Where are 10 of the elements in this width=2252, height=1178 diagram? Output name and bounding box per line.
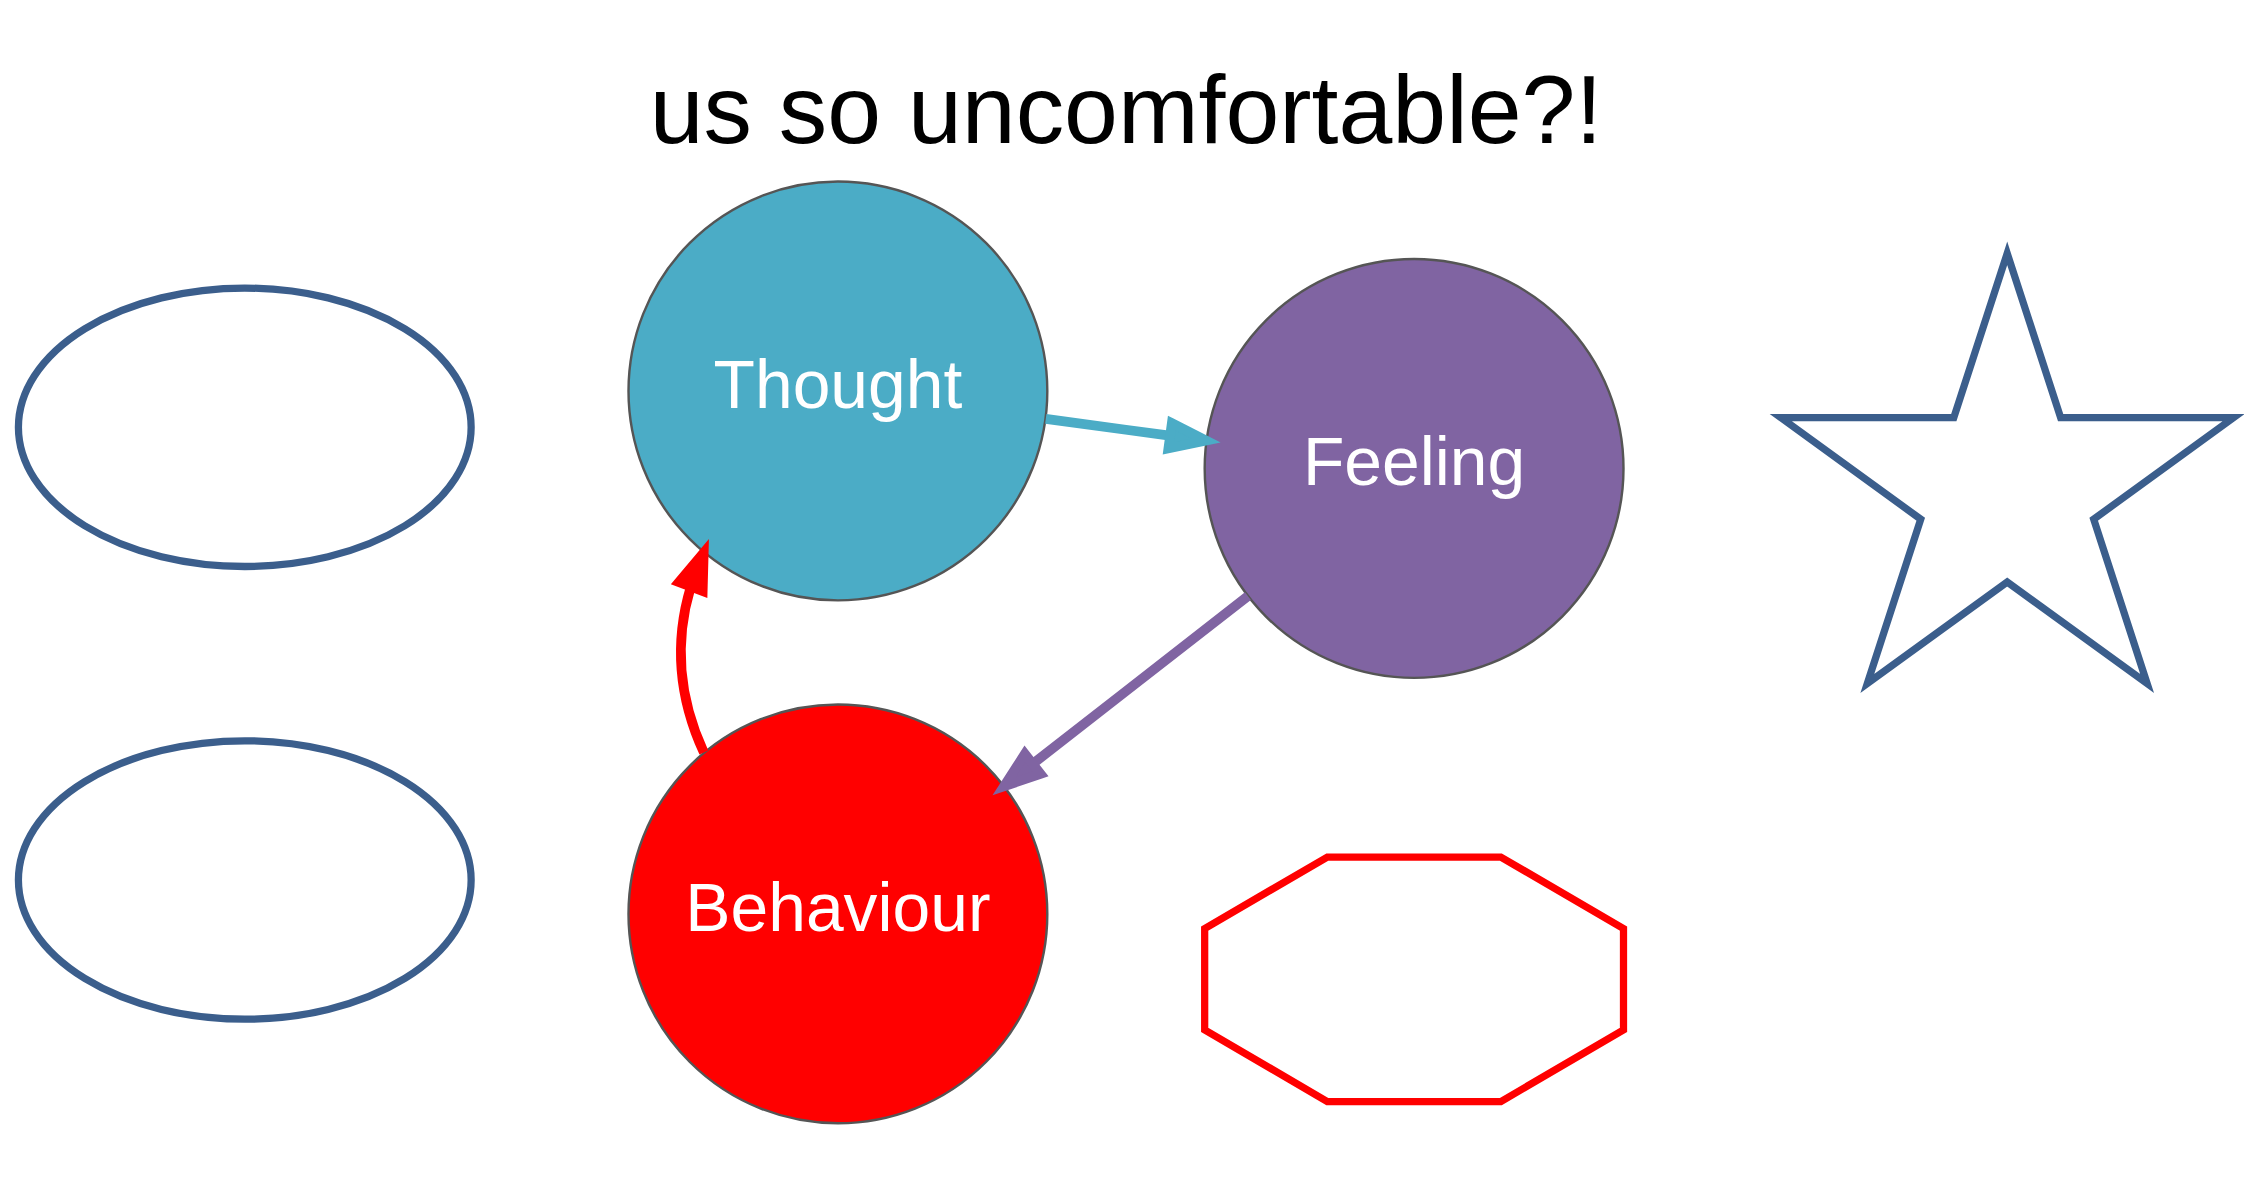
arrow [670, 538, 709, 754]
node-cloud [14, 283, 475, 570]
arrow [1045, 413, 1221, 454]
node-circle: Feeling [1203, 257, 1625, 679]
node-octagon [1201, 852, 1628, 1105]
arrow [992, 591, 1251, 795]
node-burst [1769, 241, 2244, 693]
node-circle: Thought [627, 179, 1049, 602]
node-cloud [14, 736, 475, 1023]
diagram-title: us so uncomfortable?! [649, 54, 1603, 164]
